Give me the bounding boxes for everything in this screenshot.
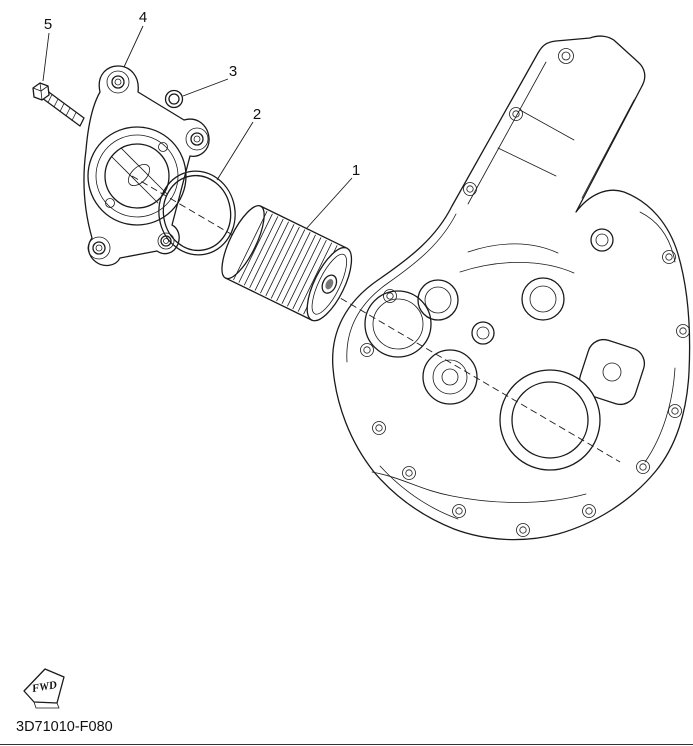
assembly-centerline <box>131 175 621 463</box>
oil-filter-cover <box>83 65 210 267</box>
callout-1: 1 <box>305 162 360 230</box>
bolt-threads <box>47 94 77 121</box>
flange-bolt <box>32 82 85 127</box>
oil-filter-element <box>221 205 353 322</box>
callout-4: 4 <box>123 9 147 68</box>
fwd-label: FWD <box>30 679 58 695</box>
large-o-ring <box>158 170 236 256</box>
callout-2-label: 2 <box>253 106 261 123</box>
callout-2: 2 <box>216 106 261 181</box>
fwd-indicator: FWD <box>23 668 65 709</box>
small-o-ring <box>164 89 184 109</box>
callout-4-label: 4 <box>139 9 147 26</box>
crankcase-drawing <box>332 35 691 541</box>
callout-5-label: 5 <box>44 16 52 33</box>
callout-3-label: 3 <box>229 63 237 80</box>
callout-5: 5 <box>42 16 52 82</box>
crankcase-bolt-holes <box>360 48 690 537</box>
part-code: 3D71010-F080 <box>16 719 113 735</box>
callout-1-label: 1 <box>352 162 360 179</box>
callout-3: 3 <box>182 63 237 97</box>
